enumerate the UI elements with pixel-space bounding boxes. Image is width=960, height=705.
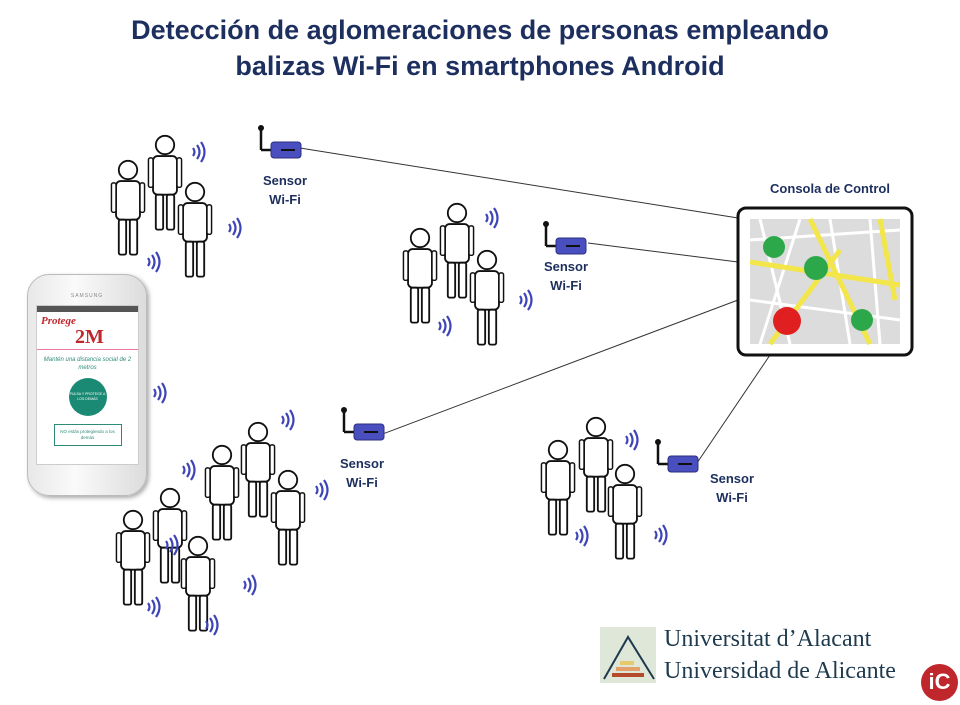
- wifi-sensor-icon: [541, 219, 588, 256]
- wifi-signal-icon: [146, 595, 161, 619]
- link-sensor-2: [587, 242, 739, 263]
- control-console-map: [736, 206, 914, 357]
- person-icon: [240, 421, 276, 518]
- wifi-signal-icon: [191, 140, 206, 164]
- person-icon: [204, 444, 240, 541]
- people: [110, 134, 668, 637]
- protection-status: NO estás protegiendo a los demás: [53, 424, 122, 446]
- person-icon: [578, 416, 614, 513]
- map-marker-red: [773, 307, 801, 335]
- wifi-signal-icon: [146, 250, 161, 274]
- title-line-2: balizas Wi-Fi en smartphones Android: [235, 51, 725, 81]
- app-name: Protege: [41, 315, 76, 327]
- person-icon: [540, 439, 576, 536]
- wifi-sensor-icon: [256, 123, 303, 160]
- link-sensor-1: [299, 147, 739, 219]
- status-bar: [37, 306, 138, 312]
- person-icon: [110, 159, 146, 256]
- app-message: Mantén una distancia social de 2 metros: [43, 357, 132, 371]
- android-phone: SAMSUNG Protege 2M Mantén una distancia …: [27, 274, 147, 496]
- person-icon: [270, 469, 306, 566]
- app-logo: 2M: [75, 326, 104, 348]
- watermark-logo: iC: [921, 664, 958, 701]
- diagram-title: Detección de aglomeraciones de personas …: [0, 12, 960, 84]
- person-icon: [402, 227, 438, 324]
- university-name-valencian: Universitat d’Alacant: [664, 626, 872, 652]
- person-icon: [177, 181, 213, 278]
- wifi-sensor-icon: [653, 437, 700, 474]
- wifi-signal-icon: [484, 206, 499, 230]
- map-marker-green: [851, 309, 873, 331]
- wifi-signal-icon: [280, 408, 295, 432]
- console-label: Consola de Control: [770, 181, 890, 196]
- protect-button[interactable]: PULSA Y PROTEGE A LOS DEMÁS: [68, 378, 107, 416]
- divider: [37, 349, 138, 350]
- phone-screen: Protege 2M Mantén una distancia social d…: [36, 305, 139, 465]
- person-icon: [469, 249, 505, 346]
- person-icon: [439, 202, 475, 299]
- wifi-signal-icon: [181, 458, 196, 482]
- phone-brand: SAMSUNG: [70, 293, 104, 299]
- person-icon: [180, 535, 216, 632]
- map-marker-green: [804, 256, 828, 280]
- connection-lines: [299, 147, 771, 464]
- wifi-signal-icon: [574, 524, 589, 548]
- wifi-sensor-icon: [339, 405, 386, 442]
- wifi-signal-icon: [653, 523, 668, 547]
- person-icon: [147, 134, 183, 231]
- title-line-1: Detección de aglomeraciones de personas …: [131, 15, 829, 45]
- person-icon: [607, 463, 643, 560]
- wifi-signal-icon: [152, 381, 167, 405]
- wifi-signal-icon: [624, 428, 639, 452]
- wifi-signal-icon: [437, 314, 452, 338]
- university-logo-icon: [600, 627, 656, 683]
- link-sensor-3: [379, 299, 739, 436]
- university-name-spanish: Universidad de Alicante: [664, 658, 896, 684]
- wifi-signal-icon: [227, 216, 242, 240]
- wifi-signal-icon: [242, 573, 257, 597]
- link-sensor-4: [696, 354, 771, 464]
- person-icon: [115, 509, 151, 606]
- map-marker-green: [763, 236, 785, 258]
